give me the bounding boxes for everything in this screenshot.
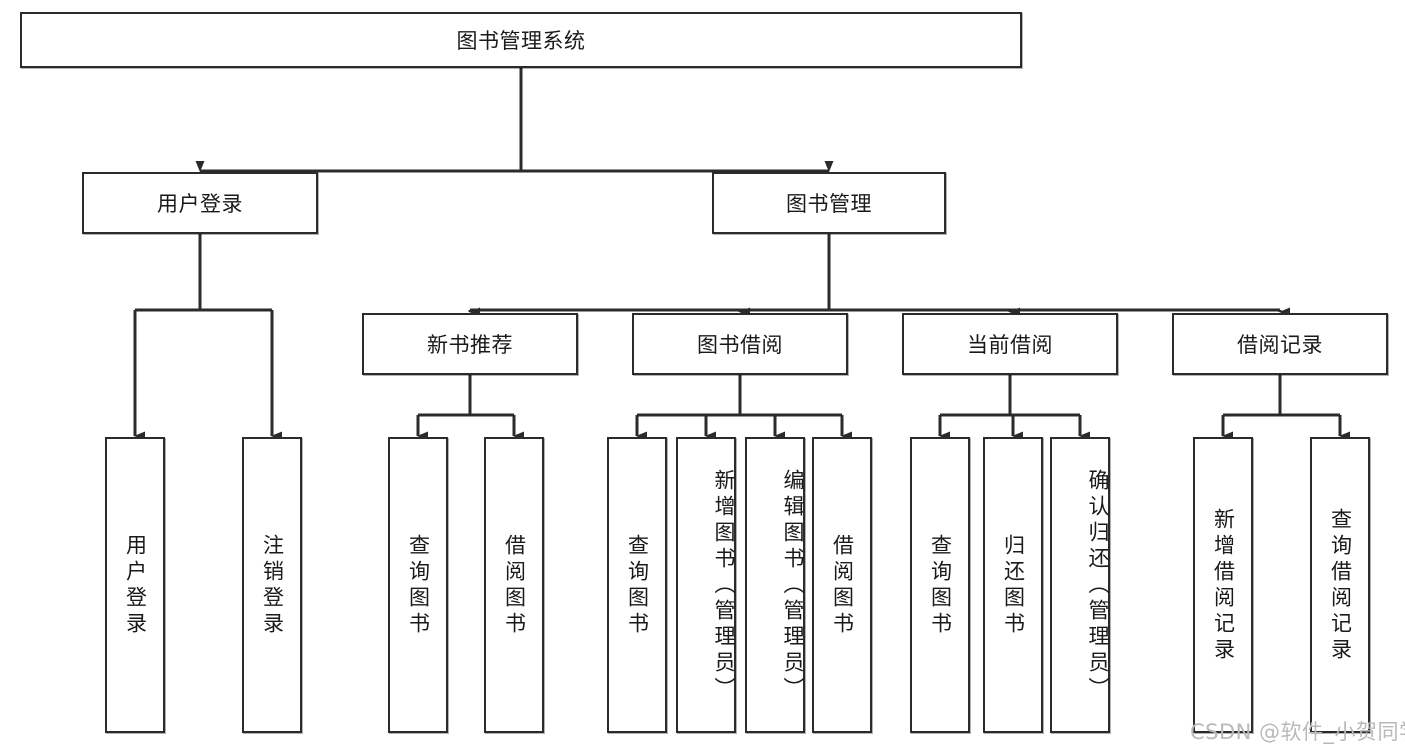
node-leaf-query-borrow-record[interactable]: 查询借阅记录 [1310,437,1370,733]
node-label: 查询借阅记录 [1328,508,1353,664]
edge-group [133,68,1350,441]
node-leaf-query-book-2[interactable]: 查询图书 [607,437,667,733]
node-borrow-record[interactable]: 借阅记录 [1172,313,1388,375]
node-label: 图书管理系统 [456,29,586,53]
node-label: 查询图书 [928,534,953,638]
node-book-manage[interactable]: 图书管理 [712,172,946,234]
node-leaf-return-book[interactable]: 归还图书 [983,437,1043,733]
node-leaf-edit-book-admin[interactable]: 编辑图书（管理员） [745,437,805,733]
node-leaf-logout[interactable]: 注销登录 [242,437,302,733]
node-label: 用户登录 [123,534,148,638]
node-root[interactable]: 图书管理系统 [20,12,1022,68]
node-label: 借阅记录 [1237,333,1323,357]
node-book-borrow[interactable]: 图书借阅 [632,313,848,375]
node-current-borrow[interactable]: 当前借阅 [902,313,1118,375]
node-new-book-recommend[interactable]: 新书推荐 [362,313,578,375]
node-leaf-add-book-admin[interactable]: 新增图书（管理员） [676,437,736,733]
node-leaf-user-login[interactable]: 用户登录 [105,437,165,733]
watermark-text: CSDN @软件_小贺同学 [1190,720,1405,744]
node-label: 借阅图书 [830,534,855,638]
node-label: 确认归还（管理员） [1086,469,1110,703]
node-label: 归还图书 [1001,534,1026,638]
node-user-login[interactable]: 用户登录 [82,172,318,234]
node-label: 查询图书 [406,534,431,638]
node-leaf-confirm-return-admin[interactable]: 确认归还（管理员） [1050,437,1110,733]
node-leaf-borrow-book-1[interactable]: 借阅图书 [484,437,544,733]
node-label: 新书推荐 [427,333,513,357]
node-leaf-query-book-1[interactable]: 查询图书 [388,437,448,733]
node-label: 图书借阅 [697,333,783,357]
node-label: 新增借阅记录 [1211,508,1236,664]
node-label: 编辑图书（管理员） [781,469,805,703]
node-label: 当前借阅 [967,333,1053,357]
node-leaf-add-borrow-record[interactable]: 新增借阅记录 [1193,437,1253,733]
node-label: 新增图书（管理员） [712,469,736,703]
node-label: 查询图书 [625,534,650,638]
node-label: 借阅图书 [502,534,527,638]
node-leaf-query-book-3[interactable]: 查询图书 [910,437,970,733]
node-label: 用户登录 [157,192,243,216]
node-leaf-borrow-book-2[interactable]: 借阅图书 [812,437,872,733]
node-label: 图书管理 [786,192,872,216]
node-label: 注销登录 [260,534,285,638]
